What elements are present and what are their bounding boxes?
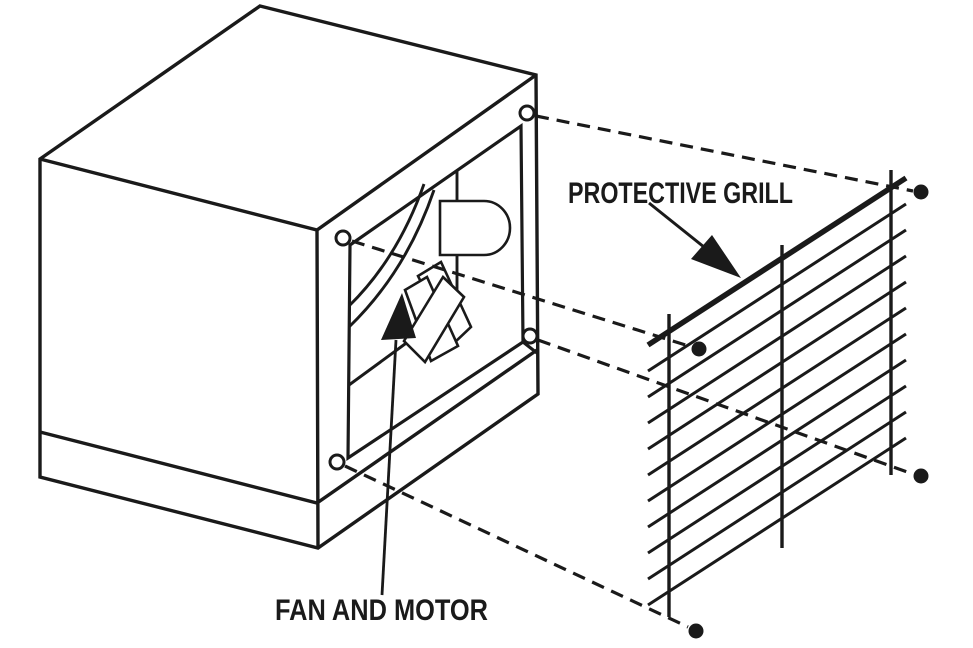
fan-housing-unit — [38, 4, 540, 550]
grill-slat — [647, 280, 907, 451]
fan-blade — [402, 274, 466, 365]
callout-fan-and-motor: FAN AND MOTOR — [275, 293, 488, 627]
callout-leader-line — [380, 339, 398, 596]
motor-body — [438, 199, 512, 257]
callout-arrowhead — [381, 293, 416, 340]
screw-hole-top-right — [518, 104, 536, 122]
alignment-dashed-line — [537, 338, 914, 476]
grill-slat — [647, 254, 907, 425]
callout-arrowhead — [691, 235, 741, 278]
alignment-dashed-line — [344, 464, 689, 629]
protective-grill-label: PROTECTIVE GRILL — [568, 177, 793, 210]
grill-slat — [647, 410, 907, 581]
alignment-dashed-line — [351, 239, 693, 349]
grill-top-rail — [646, 175, 908, 348]
protective-grill — [646, 170, 908, 617]
mounting-point-dot — [688, 623, 704, 639]
grill-mounting-points — [688, 184, 929, 639]
grill-slat — [647, 306, 907, 477]
mounting-screw-holes — [328, 104, 539, 471]
fan-assembly — [347, 171, 512, 387]
panel-opening-corner-notch — [522, 340, 538, 355]
grill-slat — [647, 436, 907, 607]
mounting-point-dot — [691, 341, 707, 357]
front-panel — [346, 122, 538, 461]
screw-hole-top-left — [334, 229, 352, 247]
mounting-point-dot — [913, 468, 929, 484]
grill-slat — [647, 358, 907, 529]
callout-protective-grill: PROTECTIVE GRILL — [568, 177, 793, 278]
fan-ring-outer-arc — [347, 189, 436, 329]
screw-hole-bottom-left — [328, 453, 346, 471]
grill-slat — [647, 228, 907, 399]
mounting-point-dot — [913, 184, 929, 200]
grill-slat — [647, 332, 907, 503]
grill-slat — [647, 384, 907, 555]
alignment-guides — [344, 114, 914, 629]
fan-and-motor-label: FAN AND MOTOR — [275, 594, 488, 627]
housing-edges — [39, 73, 538, 549]
alignment-dashed-line — [535, 114, 914, 193]
fan-ring-inner-arc — [347, 183, 426, 308]
screw-hole-bottom-right — [521, 327, 539, 345]
grill-slat — [647, 202, 907, 373]
